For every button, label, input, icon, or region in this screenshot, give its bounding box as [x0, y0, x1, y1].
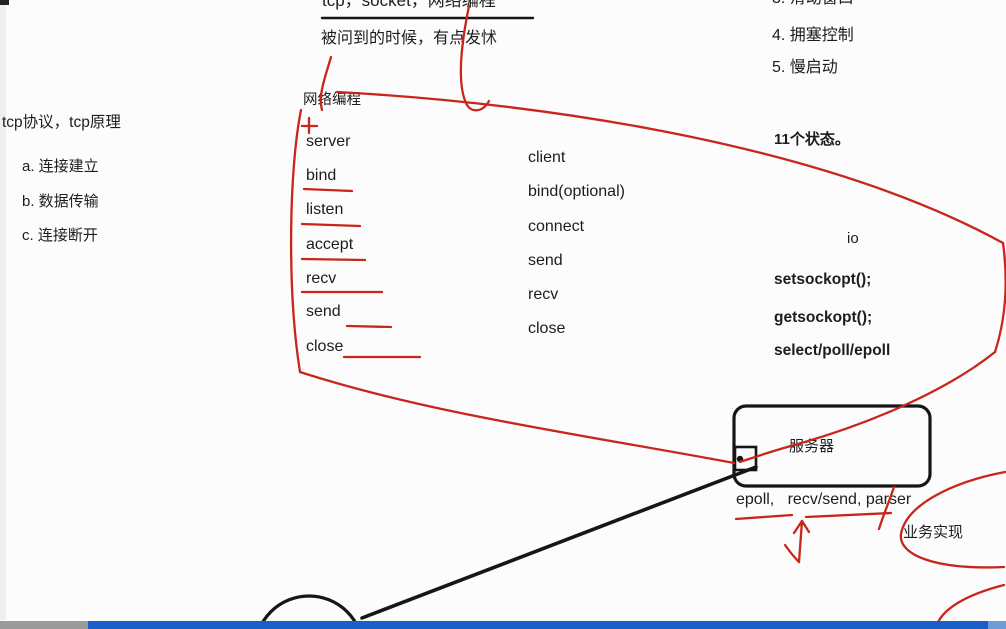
server-step: server — [306, 133, 351, 150]
red-lasso-left-side — [289, 108, 303, 374]
server-step: send — [306, 303, 341, 320]
server-box-port-dot — [736, 455, 744, 463]
server-step: accept — [306, 236, 354, 253]
note-top-line1: tcp，socket，网络编程 — [322, 0, 496, 10]
note-top-line2: 被问到的时候，有点发怵 — [321, 30, 498, 47]
red-underline-bind — [302, 187, 354, 193]
red-top-squiggle — [459, 4, 491, 112]
progress-segment-gray[interactable] — [0, 621, 88, 629]
tcp-feature-item: 3. 滑动窗口 — [772, 0, 854, 8]
red-up-arrow-shaft — [797, 519, 804, 564]
red-underline-accept — [300, 257, 367, 262]
tcp-outline-item: a. 连接建立 — [22, 158, 99, 175]
red-lasso-top-arc — [335, 90, 1005, 245]
red-underline-listen — [300, 222, 362, 228]
tcp-outline-item: b. 数据传输 — [22, 193, 99, 210]
server-step: close — [306, 338, 344, 355]
select-poll-epoll-note: select/poll/epoll — [774, 342, 891, 359]
client-step: client — [528, 149, 566, 166]
server-box-port-square — [733, 445, 758, 472]
red-underline-send — [345, 324, 393, 329]
tcp-outline-item: c. 连接断开 — [22, 227, 98, 244]
business-label: 业务实现 — [903, 524, 964, 541]
client-step: bind(optional) — [528, 183, 625, 200]
red-underline-recv-send — [804, 511, 893, 519]
red-curl-business — [899, 470, 1006, 569]
left-edge-shade — [0, 0, 6, 620]
io-note: io — [847, 230, 859, 247]
getsockopt-note: getsockopt(); — [774, 309, 873, 326]
red-up-arrow-head — [800, 519, 811, 534]
client-step: recv — [528, 286, 559, 303]
progress-segment-light[interactable] — [988, 621, 1006, 629]
black-connector-line — [360, 465, 758, 620]
tcp-feature-item: 4. 拥塞控制 — [772, 27, 854, 44]
server-step: bind — [306, 167, 337, 184]
client-step: close — [528, 320, 566, 337]
red-up-arrow-tail — [783, 543, 801, 564]
server-step: listen — [306, 201, 344, 218]
red-lasso-bottom-left-arc — [298, 370, 736, 465]
server-step: recv — [306, 270, 337, 287]
progress-segment-blue[interactable] — [88, 621, 988, 629]
tcp-feature-item: 5. 慢启动 — [772, 59, 838, 76]
server-box-label: 服务器 — [789, 438, 835, 455]
red-lasso-right-side — [993, 241, 1006, 354]
server-process-label: epoll, recv/send, parser — [736, 491, 912, 508]
setsockopt-note: setsockopt(); — [774, 271, 872, 288]
video-progress-bar[interactable] — [0, 621, 1006, 629]
network-programming-heading: 网络编程 — [303, 92, 361, 108]
red-underline-epoll — [734, 513, 794, 521]
states-note: 11个状态。 — [774, 131, 850, 148]
red-lasso-bottom-right-arc — [738, 350, 997, 464]
tcp-outline-title: tcp协议，tcp原理 — [2, 114, 121, 131]
client-step: send — [528, 252, 563, 269]
red-up-arrow-head — [792, 519, 804, 535]
client-step: connect — [528, 218, 585, 235]
